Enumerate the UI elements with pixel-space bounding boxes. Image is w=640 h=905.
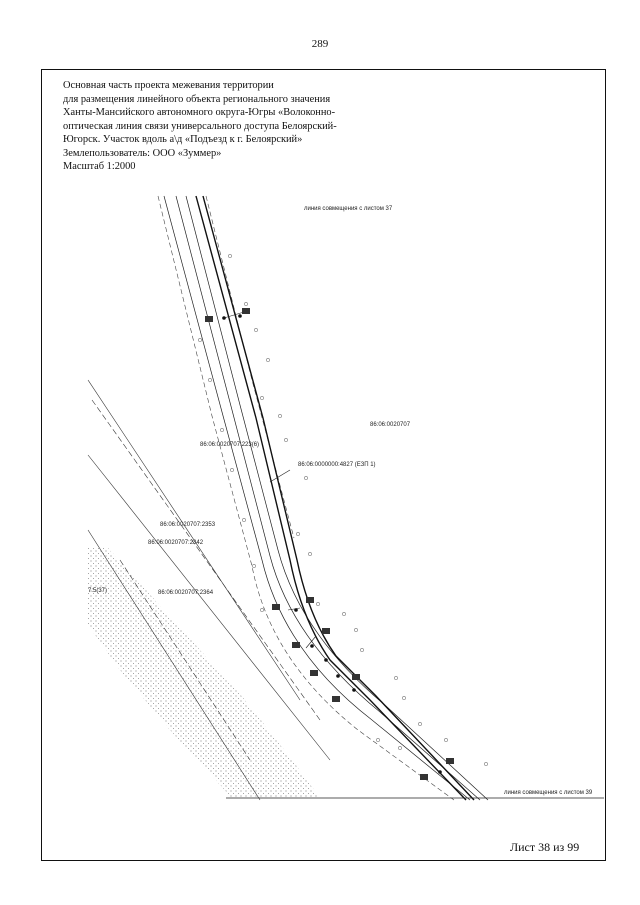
label-left-edge: 7:5(37) (88, 588, 107, 594)
survey-map: линия совмещения с листом 37 86:06:00207… (87, 195, 604, 801)
bottom-rule (330, 860, 370, 861)
stippled-area (88, 548, 320, 798)
label-parcel-2364: 86:06:0020707:2364 (158, 590, 214, 596)
leader-lines (223, 311, 317, 649)
boundary-dashed-lines (157, 195, 455, 801)
diagonal-lines (87, 379, 331, 801)
road-lines (163, 195, 489, 801)
label-match-top: линия совмещения с листом 37 (304, 206, 393, 212)
title-line: для размещения линейного объекта региона… (63, 93, 331, 105)
label-quarter: 86:06:0020707 (370, 422, 411, 428)
page-number: 289 (311, 38, 329, 50)
scale-line: Масштаб 1:2000 (63, 161, 136, 172)
map-labels: линия совмещения с листом 37 86:06:00207… (88, 206, 593, 796)
point-label-boxes (205, 308, 454, 780)
land-user-line: Землепользователь: ООО «Зуммер» (63, 147, 222, 159)
title-block: Основная часть проекта межевания террито… (63, 79, 383, 174)
drawing-frame (41, 69, 606, 861)
sheet-number: Лист 38 из 99 (510, 840, 580, 854)
label-parcel-2353: 86:06:0020707:2353 (160, 522, 216, 528)
label-parcel-2342: 86:06:0020707:2342 (148, 540, 204, 546)
cable-line (195, 195, 475, 801)
title-line: Ханты-Мансийского автономного округа-Югр… (63, 107, 336, 118)
title-line: Основная часть проекта межевания террито… (63, 80, 274, 91)
tree-symbols (198, 254, 488, 766)
label-parcel-4827: 86:06:0000000:4827 (ЕЗП 1) (298, 462, 376, 468)
label-parcel-223: 86:06:0020707:223(6) (200, 442, 259, 448)
survey-points (222, 314, 442, 774)
title-line: оптическая линия связи универсального до… (63, 120, 337, 132)
label-match-bottom: линия совмещения с листом 39 (504, 790, 593, 796)
title-line: Югорск. Участок вдоль а\д «Подъезд к г. … (63, 134, 303, 145)
